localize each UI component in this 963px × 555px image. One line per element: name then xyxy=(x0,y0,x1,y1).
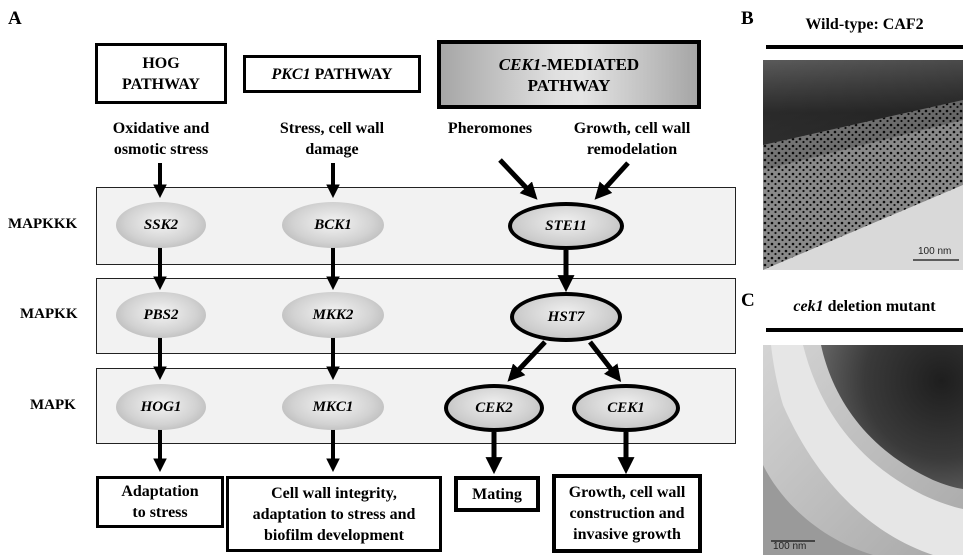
cek1-pathway-box: CEK1-MEDIATED PATHWAY xyxy=(437,40,701,109)
bck1-kinase: BCK1 xyxy=(282,202,384,248)
arrow-pheromones-to-ste11 xyxy=(498,158,538,200)
mapkkk-label: MAPKKK xyxy=(8,216,78,232)
hog-pathway-box: HOG PATHWAY xyxy=(95,43,227,104)
wild-type-micrograph: 100 nm xyxy=(763,60,963,270)
ste11-kinase: STE11 xyxy=(508,202,624,250)
mkc1-kinase: MKC1 xyxy=(282,384,384,430)
panel-a-label: A xyxy=(8,8,22,29)
growth-remodelation-stimulus: Growth, cell wall remodelation xyxy=(573,120,691,158)
hog-stimulus: Oxidative and osmotic stress xyxy=(112,120,210,158)
panel-b-title: Wild-type: CAF2 xyxy=(805,16,924,33)
hog-pathway-title-line2: PATHWAY xyxy=(122,75,200,93)
arrow-hst7-to-cek1 xyxy=(588,340,622,383)
cek1-kinase: CEK1 xyxy=(572,384,680,432)
cek1-pathway-title-line2: PATHWAY xyxy=(527,75,611,95)
arrow-hst7-to-cek2 xyxy=(507,340,547,382)
pbs2-kinase: PBS2 xyxy=(116,292,206,338)
hst7-kinase: HST7 xyxy=(510,292,622,342)
cek1-mutant-micrograph: 100 nm xyxy=(763,345,963,555)
cek2-kinase: CEK2 xyxy=(444,384,544,432)
mapkk-label: MAPKK xyxy=(20,306,78,322)
wild-type-micrograph-image xyxy=(763,60,963,270)
mating-output-box: Mating xyxy=(454,476,540,512)
panel-b-divider xyxy=(766,45,963,49)
panel-b-scale-label: 100 nm xyxy=(918,246,952,257)
cek1-output-box: Growth, cell wall construction and invas… xyxy=(552,474,702,553)
mkk2-kinase: MKK2 xyxy=(282,292,384,338)
hog1-kinase: HOG1 xyxy=(116,384,206,430)
pkc1-stimulus: Stress, cell wall damage xyxy=(279,120,385,158)
panel-c-title: cek1 deletion mutant xyxy=(793,298,936,315)
ssk2-kinase: SSK2 xyxy=(116,202,206,248)
cek1-mutant-micrograph-image xyxy=(763,345,963,555)
panel-c-divider xyxy=(766,328,963,332)
cek1-pathway-title-line1: CEK1-MEDIATED xyxy=(498,54,640,74)
panel-b-label: B xyxy=(741,8,754,29)
pkc1-pathway-title: PKC1 PATHWAY xyxy=(271,65,393,83)
hog-pathway-title-line1: HOG xyxy=(142,54,180,72)
pkc1-pathway-box: PKC1 PATHWAY xyxy=(243,55,421,93)
mapk-label: MAPK xyxy=(30,397,76,413)
pkc1-output-box: Cell wall integrity, adaptation to stres… xyxy=(226,476,442,552)
panel-c-scale-label: 100 nm xyxy=(773,541,807,552)
pheromones-stimulus: Pheromones xyxy=(447,120,533,137)
hog-output-box: Adaptation to stress xyxy=(96,476,224,528)
panel-c-label: C xyxy=(741,290,755,311)
arrow-growth-to-ste11 xyxy=(594,161,630,200)
